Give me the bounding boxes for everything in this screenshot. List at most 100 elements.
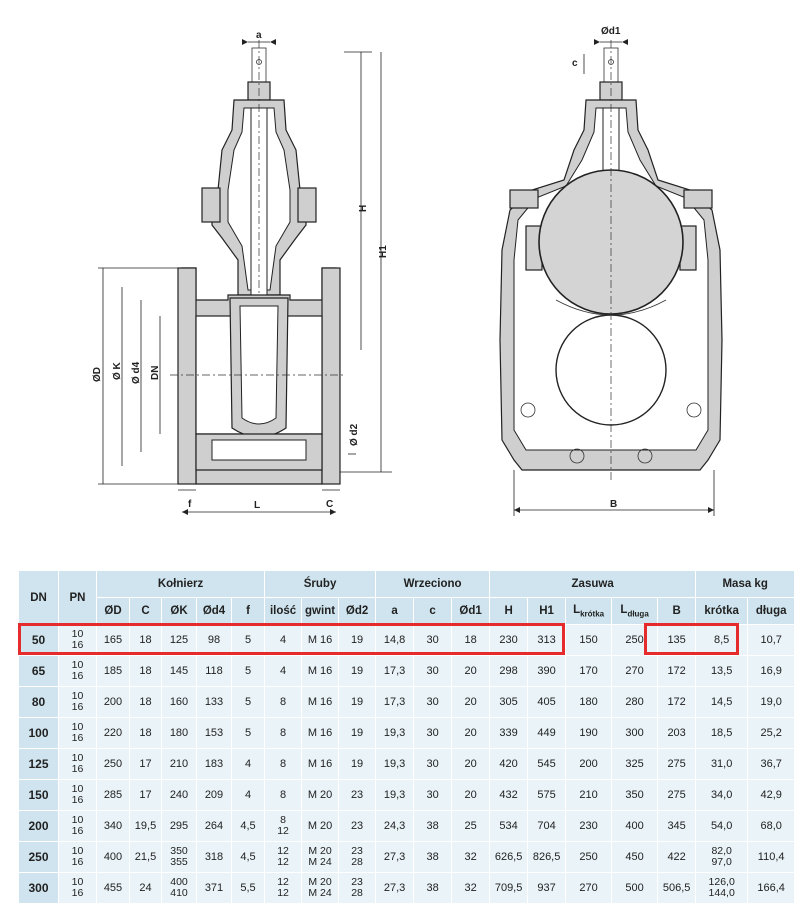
cell-C: 17 xyxy=(129,748,162,780)
cell-d2: 19 xyxy=(338,717,377,749)
cell-mk: 8,5 xyxy=(695,624,749,656)
cell-pn-value: 10 xyxy=(71,659,84,671)
header-zasuwa: Zasuwa xyxy=(489,570,697,598)
dim-H-label: H xyxy=(358,205,369,212)
cell-d4: 318 xyxy=(196,841,232,873)
cell-dn: 150 xyxy=(18,779,59,811)
cell-mk-value: 31,0 xyxy=(710,757,733,770)
cell-K: 295 xyxy=(161,810,197,842)
cell-d2-value: 23 xyxy=(351,845,363,857)
cell-d2-value: 23 xyxy=(351,876,363,888)
cell-Lk: 270 xyxy=(565,872,613,904)
dim-C-label: C xyxy=(326,499,333,510)
cell-Ld: 280 xyxy=(611,686,659,718)
cell-dn: 100 xyxy=(18,717,59,749)
cell-pn-value: 16 xyxy=(71,701,84,713)
cell-Ld: 450 xyxy=(611,841,659,873)
cell-gwint-value: M 20 xyxy=(308,876,332,888)
cell-md: 68,0 xyxy=(747,810,796,842)
cell-H1: 826,5 xyxy=(527,841,567,873)
table-sub-header-row: ØD C ØK Ød4 f ilość gwint Ød2 a c Ød1 H … xyxy=(19,597,796,625)
cell-Lk: 190 xyxy=(565,717,613,749)
dimension-table: DN PN Kołnierz Śruby Wrzeciono Zasuwa Ma… xyxy=(18,570,796,904)
cell-mk-value: 8,5 xyxy=(714,633,730,646)
cell-H: 534 xyxy=(489,810,529,842)
subheader-L-dluga-main: L xyxy=(620,603,628,616)
cell-H1: 449 xyxy=(527,717,567,749)
cell-c: 30 xyxy=(413,655,453,687)
cell-pn-value: 16 xyxy=(71,887,84,899)
cell-pn-value: 16 xyxy=(71,763,84,775)
cell-B: 422 xyxy=(657,841,697,873)
subheader-d1: Ød1 xyxy=(451,597,491,625)
cell-gwint-value: M 20 xyxy=(308,845,332,857)
cell-dn: 300 xyxy=(18,872,59,904)
cell-C: 18 xyxy=(129,717,162,749)
cell-dn: 50 xyxy=(18,624,59,656)
subheader-c: c xyxy=(413,597,453,625)
cell-K-value: 145 xyxy=(169,664,189,677)
dim-a-label: a xyxy=(256,30,262,41)
cell-a: 27,3 xyxy=(375,841,415,873)
subheader-d4: Ød4 xyxy=(196,597,232,625)
subheader-D: ØD xyxy=(96,597,130,625)
cell-d2-value: 19 xyxy=(350,633,364,646)
cell-d2: 19 xyxy=(338,686,377,718)
cell-gwint: M 16 xyxy=(301,717,340,749)
cell-C: 21,5 xyxy=(129,841,162,873)
cell-B: 172 xyxy=(657,686,697,718)
cell-gwint-value: M 24 xyxy=(308,887,332,899)
cell-pn-value: 16 xyxy=(71,732,84,744)
cell-Lk: 230 xyxy=(565,810,613,842)
cell-mk: 54,0 xyxy=(695,810,749,842)
cell-a: 19,3 xyxy=(375,748,415,780)
cell-K: 125 xyxy=(161,624,197,656)
cell-ilosc-value: 12 xyxy=(277,876,289,888)
dim-DN-label: DN xyxy=(150,366,161,380)
cell-gwint-value: M 16 xyxy=(307,726,333,739)
cell-md: 110,4 xyxy=(747,841,796,873)
cell-D: 185 xyxy=(96,655,130,687)
cell-gwint-value: M 16 xyxy=(307,633,333,646)
cell-Ld: 300 xyxy=(611,717,659,749)
subheader-L-krotka: Lkrótka xyxy=(565,597,613,625)
cell-ilosc-value: 12 xyxy=(277,845,289,857)
cell-md: 36,7 xyxy=(747,748,796,780)
cell-ilosc: 4 xyxy=(264,655,303,687)
cell-d4: 264 xyxy=(196,810,232,842)
subheader-L-krotka-main: L xyxy=(573,603,581,616)
cell-gwint-value: M 16 xyxy=(307,664,333,677)
cell-K-value: 180 xyxy=(169,726,189,739)
cell-md: 19,0 xyxy=(747,686,796,718)
cell-d2: 19 xyxy=(338,655,377,687)
dim-f-label: f xyxy=(188,499,192,510)
cell-f: 5 xyxy=(230,624,266,656)
subheader-L-dluga-sub: długa xyxy=(627,609,649,619)
dim-d4-label: Ø d4 xyxy=(131,361,142,384)
cell-d2-value: 28 xyxy=(351,856,363,868)
cell-mk-value: 144,0 xyxy=(708,887,735,899)
cell-C: 17 xyxy=(129,779,162,811)
cell-ilosc-value: 8 xyxy=(279,788,287,801)
subheader-gwint: gwint xyxy=(301,597,340,625)
cell-d4: 153 xyxy=(196,717,232,749)
cell-D: 220 xyxy=(96,717,130,749)
cell-Ld: 350 xyxy=(611,779,659,811)
cell-d1: 32 xyxy=(451,841,491,873)
dim-K-label: Ø K xyxy=(112,361,123,380)
cell-B: 345 xyxy=(657,810,697,842)
cell-H1: 545 xyxy=(527,748,567,780)
cell-K-value: 400 xyxy=(170,876,188,888)
